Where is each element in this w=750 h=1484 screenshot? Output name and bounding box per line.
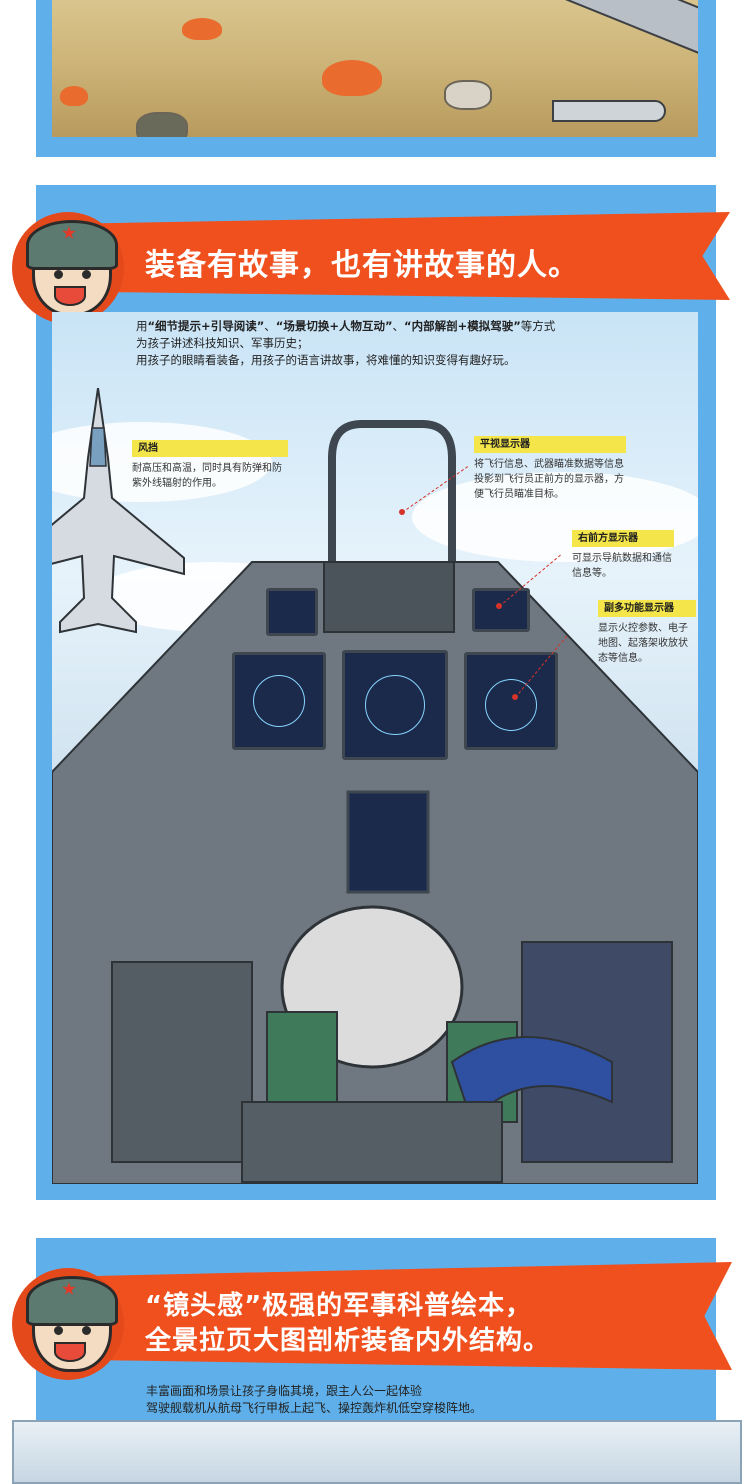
callout-windshield-body: 耐高压和高温，同时具有防弹和防紫外线辐射的作用。 — [132, 463, 282, 489]
right-front-display — [472, 588, 530, 632]
right-mfd — [464, 652, 558, 750]
hud-frame-illustration — [328, 420, 456, 568]
mfd-ring — [365, 675, 425, 735]
intro-method-3: “内部解剖+模拟驾驶” — [404, 319, 521, 333]
section1-banner — [40, 212, 730, 300]
missile — [552, 100, 666, 122]
callout-sub-mfd-title: 副多功能显示器 — [598, 600, 696, 617]
center-mfd — [342, 650, 448, 760]
left-mfd — [232, 652, 326, 750]
section2-banner — [40, 1262, 732, 1370]
callout-hud: 平视显示器 将飞行信息、武器瞄准数据等信息投影到飞行员正前方的显示器，方便飞行员… — [474, 436, 626, 502]
callout-sub-mfd: 副多功能显示器 显示火控参数、电子地图、起落架收放状态等信息。 — [598, 600, 696, 666]
section2-intro: 丰富画面和场景让孩子身临其境，跟主人公一起体验 驾驶舰载机从航母飞行甲板上起飞、… — [146, 1383, 706, 1417]
callout-sub-mfd-body: 显示火控参数、电子地图、起落架收放状态等信息。 — [598, 623, 688, 664]
avatar-eye — [54, 270, 63, 279]
intro-prefix: 用 — [136, 319, 148, 333]
intro-line-3: 用孩子的眼睛看装备，用孩子的语言讲故事，将难懂的知识变得有趣好玩。 — [136, 353, 516, 367]
helmet-icon — [26, 1276, 118, 1326]
avatar-eye — [54, 1326, 63, 1335]
intro-suffix: 等方式 — [520, 319, 556, 333]
rock-decoration — [444, 80, 492, 110]
cloud-decoration — [412, 472, 698, 562]
battlefield-illustration — [52, 0, 698, 137]
avatar-eye — [82, 270, 91, 279]
intro-separator: 、 — [392, 319, 405, 333]
avatar-mouth — [54, 1342, 86, 1362]
mfd-ring — [253, 675, 305, 727]
section2-banner-line-1: “镜头感”极强的军事科普绘本， — [145, 1291, 533, 1321]
callout-right-front-body: 可显示导航数据和通信信息等。 — [572, 553, 672, 579]
callout-hud-body: 将飞行信息、武器瞄准数据等信息投影到飞行员正前方的显示器，方便飞行员瞄准目标。 — [474, 459, 624, 500]
callout-right-front-title: 右前方显示器 — [572, 530, 674, 547]
avatar-eye — [82, 1326, 91, 1335]
mfd-ring — [485, 679, 537, 731]
sub-mfd-pointer-dot — [512, 694, 518, 700]
section1-banner-text: 装备有故事，也有讲故事的人。 — [145, 248, 579, 283]
foldout-page-preview — [12, 1420, 742, 1484]
right-front-pointer-dot — [496, 603, 502, 609]
callout-windshield: 风挡 耐高压和高温，同时具有防弹和防紫外线辐射的作用。 — [132, 440, 288, 491]
jet-fuselage — [454, 0, 698, 70]
pilot-avatar — [12, 212, 124, 324]
section1-intro: 用“细节提示+引导阅读”、“场景切换+人物互动”、“内部解剖+模拟驾驶”等方式 … — [136, 318, 696, 369]
callout-hud-title: 平视显示器 — [474, 436, 626, 453]
section2-intro-line-1: 丰富画面和场景让孩子身临其境，跟主人公一起体验 — [146, 1384, 423, 1398]
left-front-display — [266, 588, 318, 636]
fire-decoration — [322, 60, 382, 96]
intro-method-1: “细节提示+引导阅读” — [147, 319, 265, 333]
pilot-avatar — [12, 1268, 124, 1380]
intro-line-1: 用“细节提示+引导阅读”、“场景切换+人物互动”、“内部解剖+模拟驾驶”等方式 — [136, 318, 696, 335]
intro-line-2: 为孩子讲述科技知识、军事历史； — [136, 336, 309, 350]
helmet-icon — [26, 220, 118, 270]
rock-decoration — [136, 112, 188, 137]
section2-banner-line-2: 全景拉页大图剖析装备内外结构。 — [145, 1326, 551, 1356]
fire-decoration — [60, 86, 88, 106]
callout-right-front: 右前方显示器 可显示导航数据和通信信息等。 — [572, 530, 674, 581]
hud-pointer-dot — [399, 509, 405, 515]
cockpit-illustration — [52, 312, 698, 1184]
callout-windshield-title: 风挡 — [132, 440, 288, 457]
section2-intro-line-2: 驾驶舰载机从航母飞行甲板上起飞、操控轰炸机低空穿梭阵地。 — [146, 1401, 483, 1415]
avatar-mouth — [54, 286, 86, 306]
intro-method-2: “场景切换+人物互动” — [275, 319, 393, 333]
fighter-jet-illustration — [52, 388, 185, 634]
intro-separator: 、 — [264, 319, 276, 333]
fire-decoration — [182, 18, 222, 40]
